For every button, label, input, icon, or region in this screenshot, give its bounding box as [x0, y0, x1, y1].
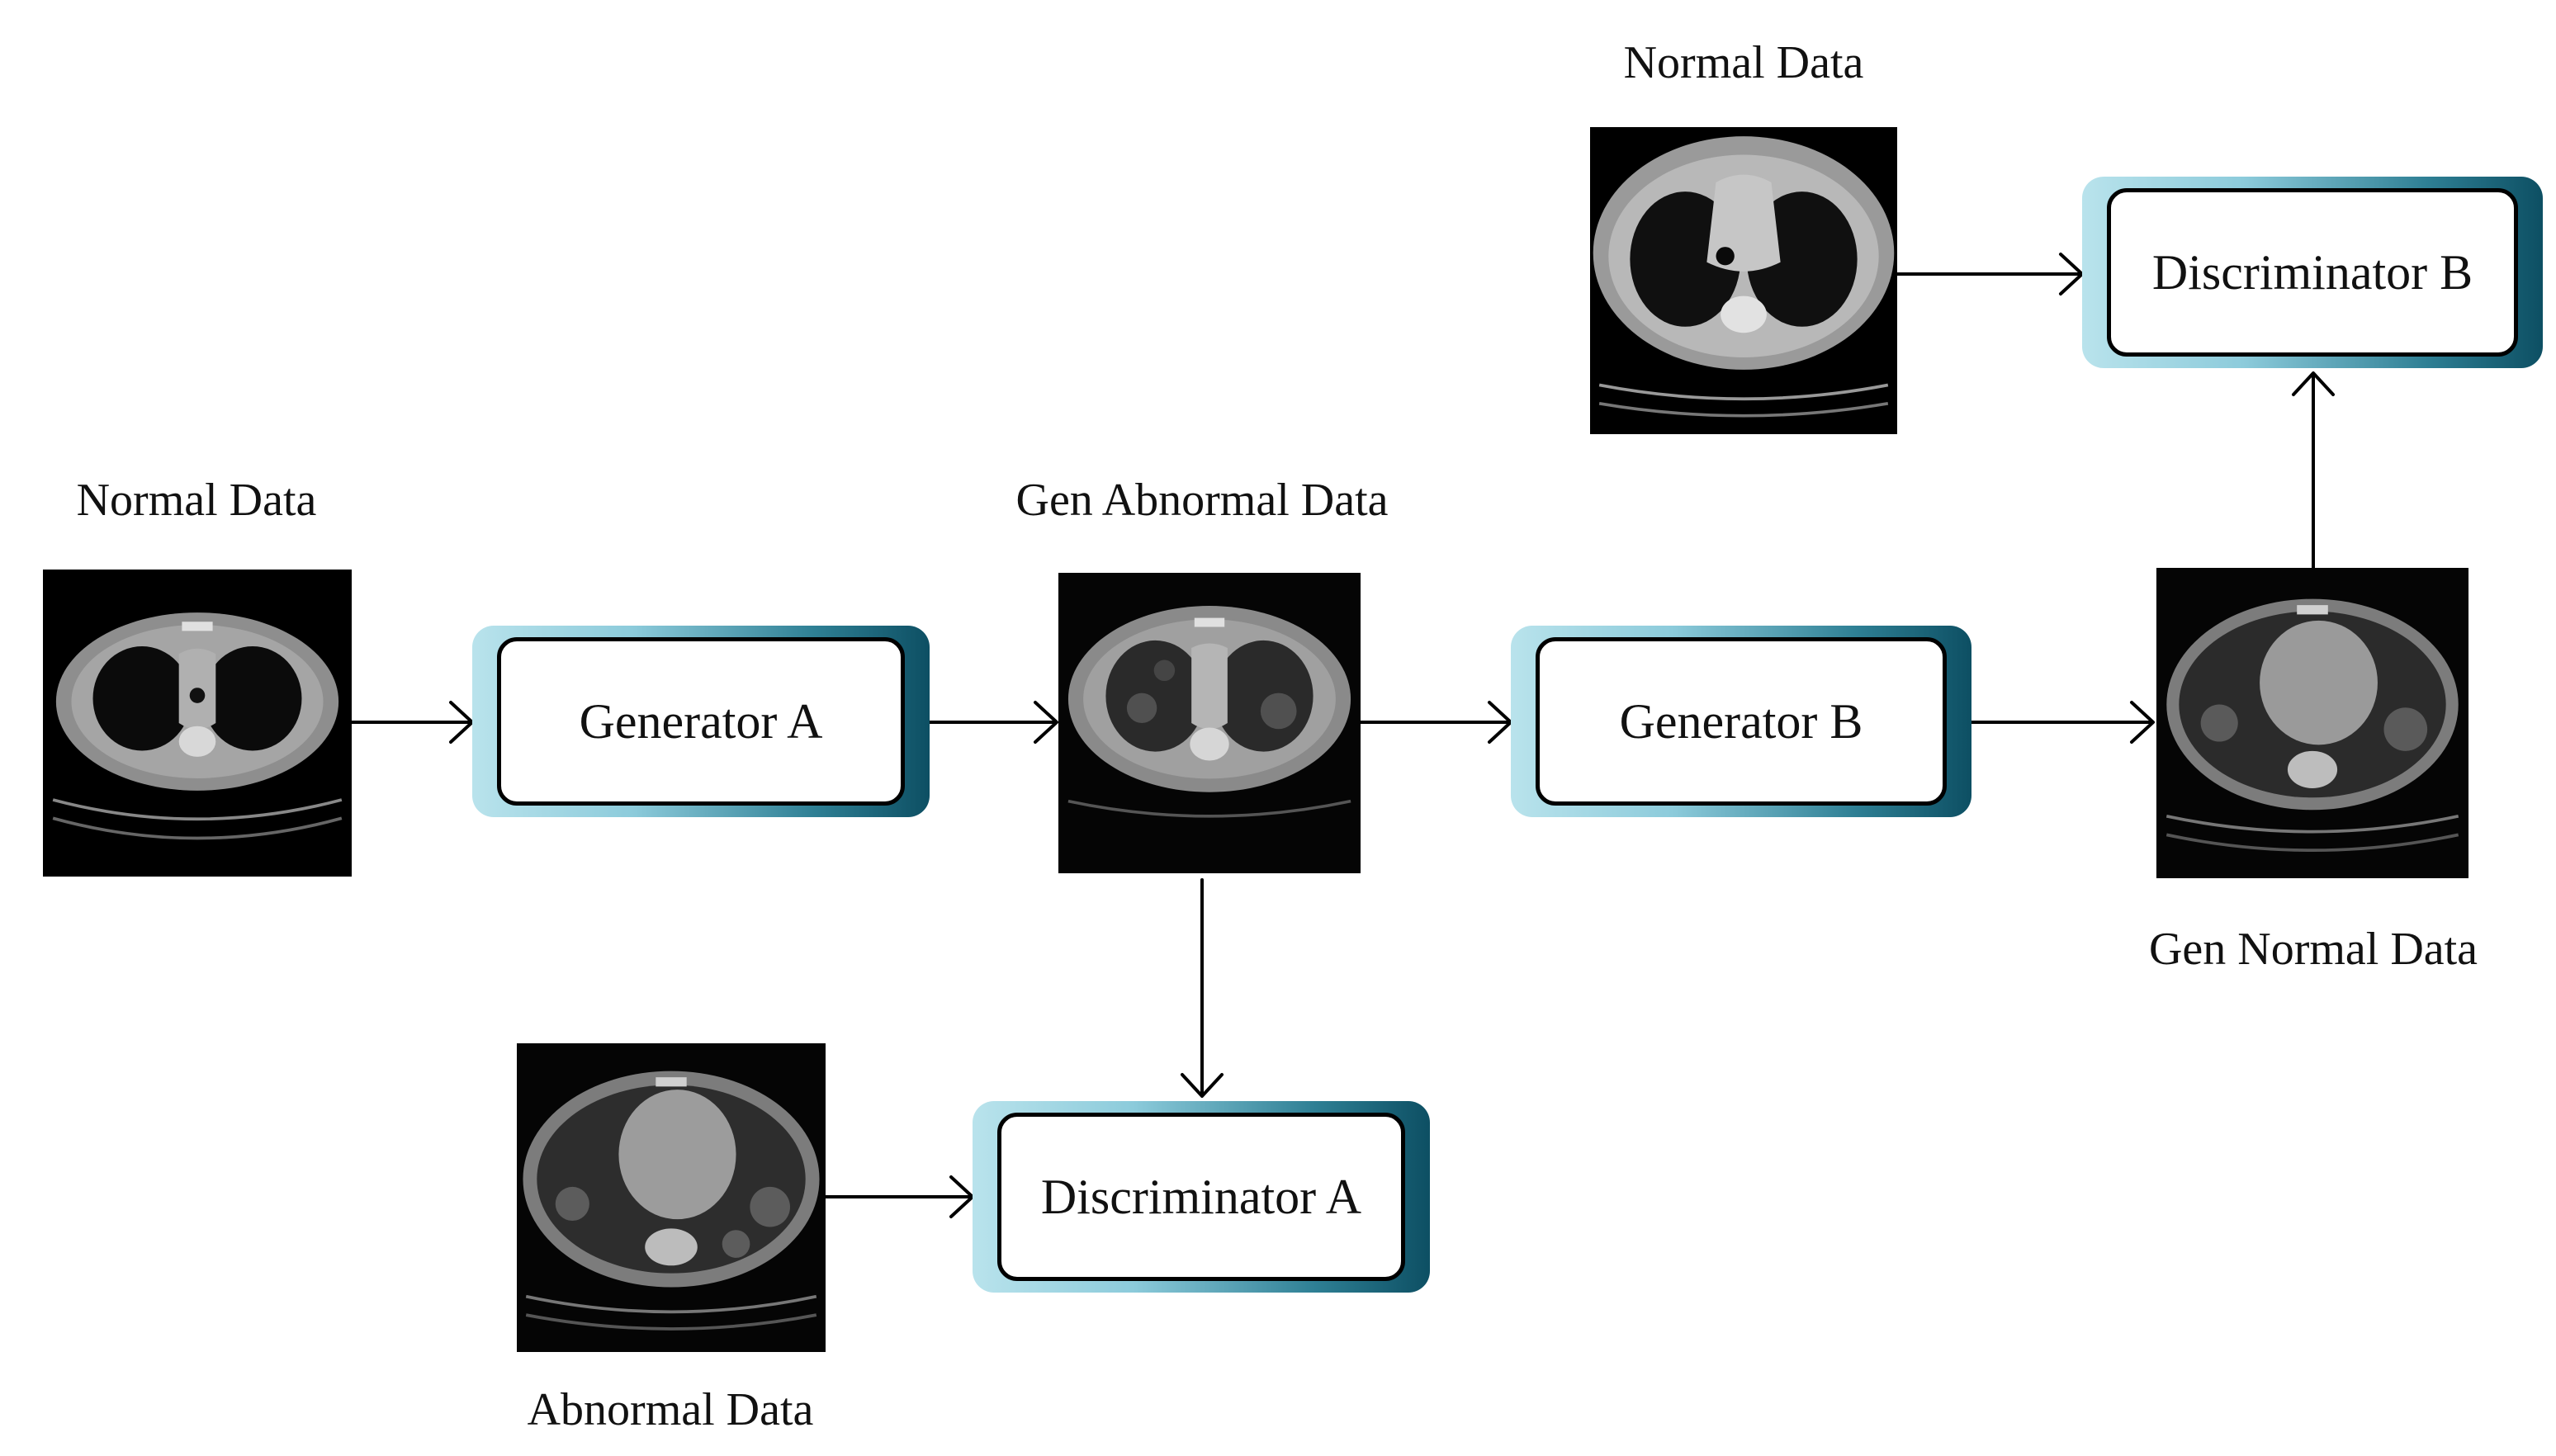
ct-scan-abnormal: [517, 1043, 826, 1352]
arrow-normal-to-generator-a: [348, 701, 474, 744]
block-inner: Generator B: [1536, 637, 1947, 806]
arrow-abnormal-to-discriminator-a: [824, 1175, 974, 1218]
discriminator-b-label: Discriminator B: [2151, 244, 2473, 300]
label-abnormal-data: Abnormal Data: [527, 1384, 814, 1435]
label-gen-abnormal-data: Gen Abnormal Data: [1015, 475, 1389, 526]
generator-a-label: Generator A: [579, 693, 823, 749]
ct-scan-gen-normal: [2156, 568, 2468, 878]
ct-scan-normal-top: [1590, 127, 1897, 434]
discriminator-a-label: Discriminator A: [1040, 1169, 1362, 1224]
arrow-gen-normal-to-discriminator-b: [2292, 371, 2335, 570]
arrow-normal-top-to-discriminator-b: [1896, 253, 2084, 295]
block-inner: Discriminator B: [2107, 188, 2518, 357]
ct-scan-graphic: [44, 570, 351, 877]
discriminator-a-block: Discriminator A: [973, 1101, 1430, 1293]
generator-a-block: Generator A: [472, 626, 930, 817]
ct-scan-graphic: [517, 1043, 826, 1352]
ct-scan-graphic: [1590, 127, 1897, 434]
ct-scan-graphic: [2157, 568, 2468, 878]
generator-b-block: Generator B: [1511, 626, 1971, 817]
ct-scan-normal-left: [43, 570, 352, 877]
discriminator-b-block: Discriminator B: [2082, 177, 2543, 368]
generator-b-label: Generator B: [1619, 693, 1863, 749]
block-inner: Discriminator A: [997, 1113, 1405, 1281]
arrow-generator-a-to-gen-abnormal: [928, 701, 1058, 744]
label-normal-data-top: Normal Data: [1623, 37, 1864, 88]
label-normal-data-left: Normal Data: [76, 475, 317, 526]
block-inner: Generator A: [497, 637, 905, 806]
ct-scan-gen-abnormal: [1058, 573, 1361, 873]
arrow-generator-b-to-gen-normal: [1970, 701, 2155, 744]
ct-scan-graphic: [1059, 573, 1360, 873]
arrow-gen-abnormal-to-generator-b: [1359, 701, 1512, 744]
label-gen-normal-data: Gen Normal Data: [2148, 924, 2478, 975]
arrow-gen-abnormal-to-discriminator-a: [1181, 878, 1224, 1098]
